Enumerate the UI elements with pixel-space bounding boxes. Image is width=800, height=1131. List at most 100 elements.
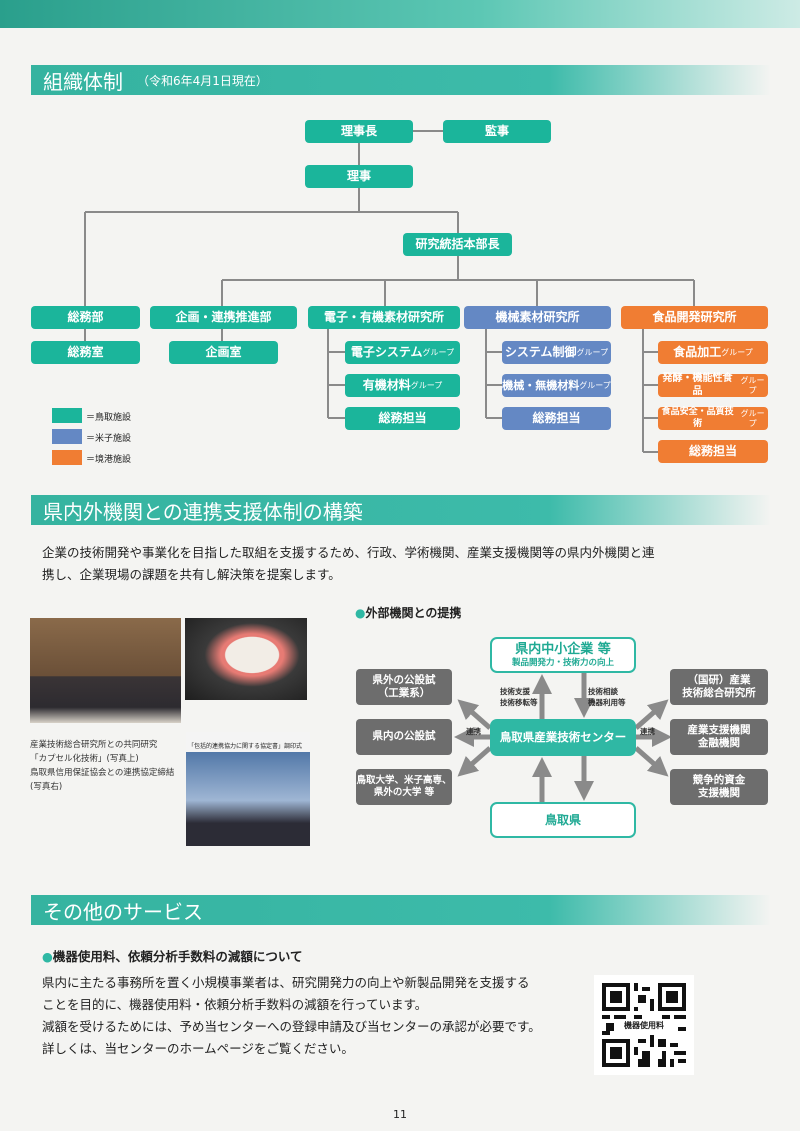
diagram-tottori-pref: 鳥取県 <box>490 802 636 838</box>
org-group: 発酵・機能性食品グループ <box>658 373 768 397</box>
org-group: 総務担当 <box>345 407 460 430</box>
section-subtitle: （令和6年4月1日現在） <box>137 73 268 88</box>
org-group: システム制御グループ <box>502 341 611 364</box>
legend-label: ＝鳥取施設 <box>86 413 132 423</box>
org-group: 食品安全・品質技術グループ <box>658 407 768 430</box>
paragraph-line: 詳しくは、当センターのホームページをご覧ください。 <box>42 1041 354 1056</box>
label-line: 技術移転等 <box>500 698 538 707</box>
org-group: 食品加工グループ <box>658 341 768 364</box>
paragraph-line: ことを目的に、機器使用料・依頼分析手数料の減額を行っています。 <box>42 997 428 1012</box>
services-heading-text: 機器使用料、依頼分析手数料の減額について <box>52 949 303 964</box>
org-group: 総務担当 <box>502 407 611 430</box>
section-title: 県内外機関との連携支援体制の構築 <box>43 499 363 524</box>
box-line: 県外の公設試 <box>372 673 436 686</box>
label-line: 技術支援 <box>500 687 530 696</box>
caption-line: 産業技術総合研究所との共同研究 <box>30 740 158 750</box>
photo-capsule-technology <box>185 618 307 700</box>
org-auditor: 監事 <box>443 120 551 143</box>
org-mechanical-institute: 機械素材研究所 <box>464 306 611 329</box>
services-paragraph: 県内に主たる事務所を置く小規模事業者は、研究開発力の向上や新製品開発を支援する … <box>42 972 582 1060</box>
diagram-right-box: 産業支援機関金融機関 <box>670 719 768 755</box>
box-line: 技術総合研究所 <box>682 687 756 699</box>
caption-line: 鳥取県信用保証協会との連携協定締結 <box>30 768 175 778</box>
box-line: 県外の大学 等 <box>373 787 435 798</box>
bullet-icon: ● <box>355 606 366 620</box>
box-line: 競争的資金 <box>692 773 746 786</box>
box-line: （国研）産業 <box>687 673 751 686</box>
box-line: （工業系） <box>377 687 431 699</box>
diagram-heading-text: 外部機関との提携 <box>365 606 462 620</box>
box-line: 鳥取大学、米子高専、 <box>356 775 452 787</box>
paragraph-line: 県内に主たる事務所を置く小規模事業者は、研究開発力の向上や新製品開発を支援する <box>42 975 530 990</box>
photo-joint-research-meeting <box>30 618 181 723</box>
group-suffix: グループ <box>410 380 443 390</box>
top-band <box>0 0 800 28</box>
group-name: 総務担当 <box>688 444 737 458</box>
org-chairman: 理事長 <box>305 120 413 143</box>
diagram-center: 鳥取県産業技術センター <box>490 719 636 756</box>
group-suffix: グループ <box>576 347 609 357</box>
org-research-head: 研究統括本部長 <box>403 233 512 256</box>
group-name: システム制御 <box>504 345 577 359</box>
paragraph-line: 携し、企業現場の課題を共有し解決策を提案します。 <box>42 567 341 582</box>
paragraph-line: 減額を受けるためには、予め当センターへの登録申請及び当センターの承認が必要です。 <box>42 1019 541 1034</box>
group-name: 電子システム <box>350 345 423 359</box>
group-name: 総務担当 <box>532 411 581 425</box>
group-name: 食品安全・品質技術 <box>661 407 734 429</box>
photo-agreement-signing: 「包括的連携協力に関する協定書」調印式 <box>186 732 310 846</box>
diagram-left-box: 県内の公設試 <box>356 719 452 755</box>
qr-code-pattern <box>602 983 686 1067</box>
box-line: 県内の公設試 <box>372 730 436 743</box>
page-number: 11 <box>393 1108 407 1121</box>
org-general-affairs-office: 総務室 <box>31 341 140 364</box>
legend-label: ＝境港施設 <box>86 455 132 465</box>
group-name: 機械・無機材料 <box>502 378 580 392</box>
diagram-right-box: 競争的資金支援機関 <box>670 769 768 805</box>
qr-label: 機器使用料 <box>624 1021 664 1030</box>
legend-swatch-sakaiminato <box>52 450 82 465</box>
caption-line: (写真右) <box>30 782 63 792</box>
group-suffix: グループ <box>721 347 753 357</box>
org-electronics-institute: 電子・有機素材研究所 <box>308 306 460 329</box>
diagram-right-box: （国研）産業技術総合研究所 <box>670 669 768 705</box>
org-chart-lines <box>84 130 695 453</box>
caption-line: 「カプセル化技術」(写真上) <box>30 754 139 764</box>
group-name: 有機材料 <box>362 378 411 392</box>
group-suffix: グループ <box>422 347 455 357</box>
group-name: 発酵・機能性食品 <box>662 373 733 397</box>
legend-swatch-tottori <box>52 408 82 423</box>
group-name: 食品加工 <box>673 345 722 359</box>
legend-label: ＝米子施設 <box>86 434 132 444</box>
label-line: 機器利用等 <box>588 698 626 707</box>
diagram-left-box: 鳥取大学、米子高専、県外の大学 等 <box>356 769 452 805</box>
arrow-label-down: 技術相談機器利用等 <box>588 686 626 708</box>
section-title: 組織体制 <box>43 69 123 94</box>
label-line: 技術相談 <box>588 687 618 696</box>
org-group: 電子システムグループ <box>345 341 460 364</box>
collaboration-paragraph: 企業の技術開発や事業化を目指した取組を支援するため、行政、学術機関、産業支援機関… <box>42 542 762 586</box>
diagram-left-box: 県外の公設試（工業系） <box>356 669 452 705</box>
org-planning-office: 企画室 <box>169 341 278 364</box>
org-group: 機械・無機材料グループ <box>502 374 611 397</box>
org-group: 有機材料グループ <box>345 374 460 397</box>
qr-code[interactable]: 機器使用料 <box>594 975 694 1075</box>
photo-caption: 産業技術総合研究所との共同研究 「カプセル化技術」(写真上) 鳥取県信用保証協会… <box>30 738 174 794</box>
diagram-heading: ●外部機関との提携 <box>355 604 461 621</box>
section-header-collaboration: 県内外機関との連携支援体制の構築 <box>31 495 771 525</box>
box-line: 産業支援機関 <box>687 723 751 736</box>
box-line: 金融機関 <box>698 737 740 749</box>
diagram-smes: 県内中小企業 等製品開発力・技術力の向上 <box>490 637 636 673</box>
link-label-left: 連携 <box>466 727 481 736</box>
org-group: 総務担当 <box>658 440 768 463</box>
bullet-icon: ● <box>42 949 53 964</box>
org-planning: 企画・連携推進部 <box>150 306 297 329</box>
smes-subtitle: 製品開発力・技術力の向上 <box>511 657 614 668</box>
services-heading: ●機器使用料、依頼分析手数料の減額について <box>42 946 303 965</box>
group-name: 総務担当 <box>378 411 427 425</box>
link-label-right: 連携 <box>640 727 655 736</box>
arrow-label-up: 技術支援技術移転等 <box>500 686 538 708</box>
group-suffix: グループ <box>740 408 765 428</box>
legend-swatch-yonago <box>52 429 82 444</box>
section-title: その他のサービス <box>43 899 203 924</box>
org-food-institute: 食品開発研究所 <box>621 306 768 329</box>
